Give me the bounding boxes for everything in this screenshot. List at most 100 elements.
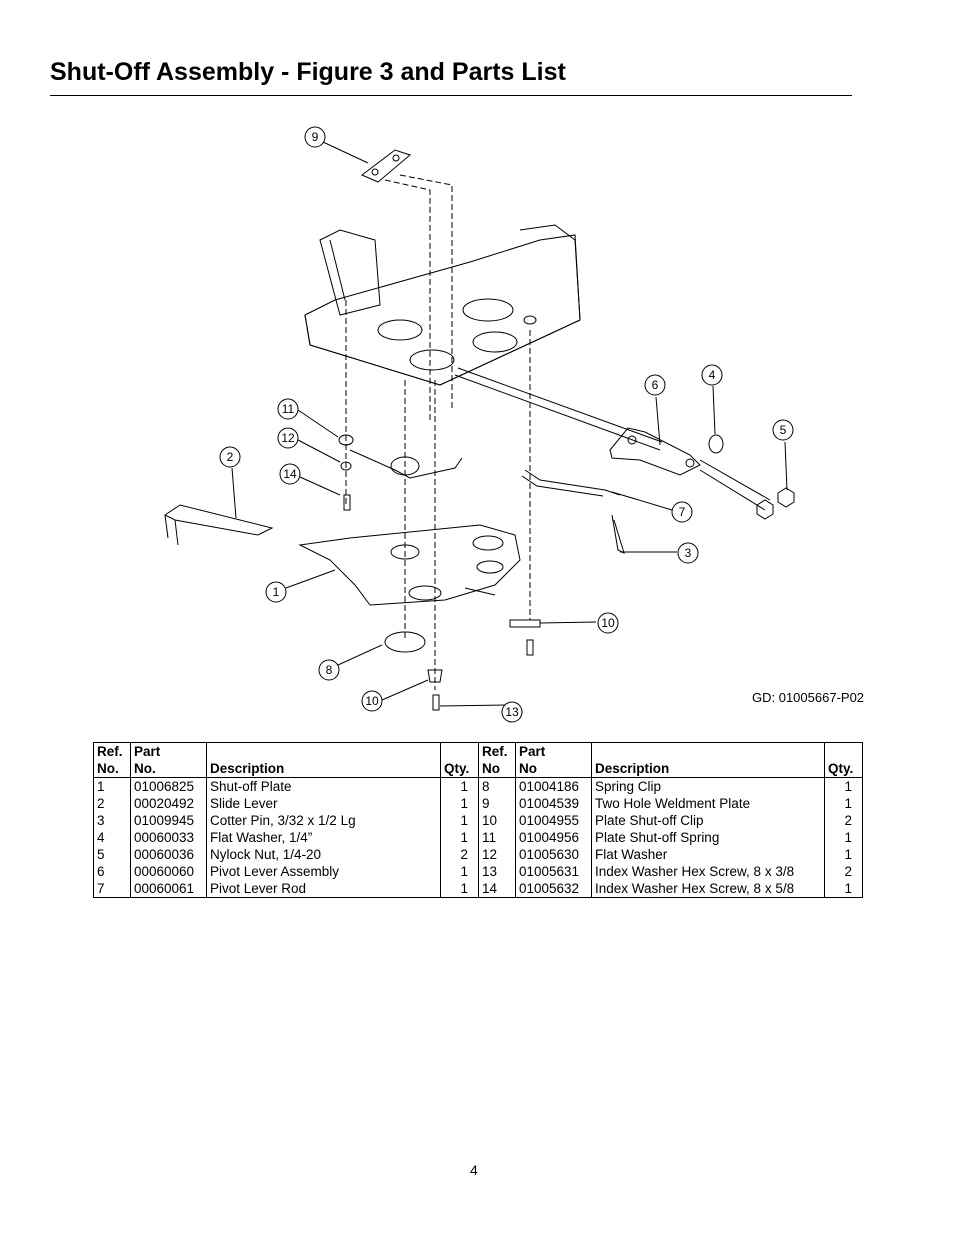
two-hole-plate xyxy=(361,149,412,183)
cell-qty2: 1 xyxy=(824,777,863,795)
header-description-2: Description xyxy=(591,760,825,778)
callout-6: 6 xyxy=(644,374,666,396)
cell-part: 00060033 xyxy=(130,829,207,846)
table-header-row-bottom: No. No. Description Qty. No No Descripti… xyxy=(93,760,863,778)
exploded-assembly-diagram: 9 11 12 14 2 1 8 10 13 10 3 7 5 4 6 xyxy=(164,126,795,723)
cell-qty: 1 xyxy=(440,812,479,829)
header-part-no-2: No xyxy=(515,760,592,778)
callout-7: 7 xyxy=(671,501,693,523)
header-ref-no: No. xyxy=(93,760,131,778)
cell-part: 00060036 xyxy=(130,846,207,863)
callout-1: 1 xyxy=(265,581,287,603)
cell-qty: 1 xyxy=(440,880,479,898)
cell-desc2: Plate Shut-off Spring xyxy=(591,829,825,846)
callout-8: 8 xyxy=(318,659,340,681)
cell-part: 00020492 xyxy=(130,795,207,812)
page-number: 4 xyxy=(470,1162,478,1178)
callout-12: 12 xyxy=(277,427,299,449)
cell-ref: 1 xyxy=(93,777,131,795)
header-ref: Ref. xyxy=(93,742,131,760)
svg-text:3: 3 xyxy=(685,546,692,560)
cell-ref: 2 xyxy=(93,795,131,812)
cell-ref: 5 xyxy=(93,846,131,863)
pivot-lever xyxy=(609,427,701,476)
svg-text:8: 8 xyxy=(326,663,333,677)
cell-desc2: Two Hole Weldment Plate xyxy=(591,795,825,812)
header-qty: Qty. xyxy=(440,760,479,778)
cell-desc: Pivot Lever Rod xyxy=(206,880,441,898)
cell-desc: Flat Washer, 1/4” xyxy=(206,829,441,846)
header-ref-2: Ref. xyxy=(478,742,516,760)
cell-desc2: Plate Shut-off Clip xyxy=(591,812,825,829)
cell-qty2: 1 xyxy=(824,795,863,812)
cell-ref: 4 xyxy=(93,829,131,846)
cell-ref2: 8 xyxy=(478,777,516,795)
cell-part2: 01004955 xyxy=(515,812,592,829)
callout-11: 11 xyxy=(277,398,299,420)
table-header-row-top: Ref. Part Ref. Part xyxy=(93,742,863,760)
cell-part2: 01005631 xyxy=(515,863,592,880)
header-description: Description xyxy=(206,760,441,778)
cell-desc2: Index Washer Hex Screw, 8 x 3/8 xyxy=(591,863,825,880)
callout-10b: 10 xyxy=(597,612,619,634)
cell-qty2: 2 xyxy=(824,812,863,829)
cell-ref: 7 xyxy=(93,880,131,898)
cell-ref2: 10 xyxy=(478,812,516,829)
callout-13: 13 xyxy=(501,701,523,723)
page-title: Shut-Off Assembly - Figure 3 and Parts L… xyxy=(50,58,566,86)
svg-text:4: 4 xyxy=(709,368,716,382)
svg-text:12: 12 xyxy=(281,431,295,445)
title-rule xyxy=(50,95,852,96)
cell-desc2: Index Washer Hex Screw, 8 x 5/8 xyxy=(591,880,825,898)
cell-part2: 01004539 xyxy=(515,795,592,812)
cell-desc: Slide Lever xyxy=(206,795,441,812)
cell-part2: 01005630 xyxy=(515,846,592,863)
header-ref-no-2: No xyxy=(478,760,516,778)
cell-qty2: 1 xyxy=(824,846,863,863)
svg-text:11: 11 xyxy=(282,402,295,416)
cell-ref2: 12 xyxy=(478,846,516,863)
cell-qty: 1 xyxy=(440,795,479,812)
cell-desc: Nylock Nut, 1/4-20 xyxy=(206,846,441,863)
cell-qty: 1 xyxy=(440,863,479,880)
cell-part2: 01005632 xyxy=(515,880,592,898)
cell-qty2: 1 xyxy=(824,880,863,898)
cell-ref: 3 xyxy=(93,812,131,829)
cell-part: 00060060 xyxy=(130,863,207,880)
svg-text:7: 7 xyxy=(679,505,686,519)
svg-text:2: 2 xyxy=(227,450,234,464)
svg-text:6: 6 xyxy=(652,378,659,392)
callout-4: 4 xyxy=(701,364,723,386)
callout-group: 9 11 12 14 2 1 8 10 13 10 3 7 5 4 6 xyxy=(219,126,794,723)
cell-desc2: Spring Clip xyxy=(591,777,825,795)
cell-desc: Pivot Lever Assembly xyxy=(206,863,441,880)
drawing-id-label: GD: 01005667-P02 xyxy=(752,690,865,705)
shut-off-plate xyxy=(298,524,521,606)
cell-ref2: 11 xyxy=(478,829,516,846)
cell-ref2: 13 xyxy=(478,863,516,880)
callout-14: 14 xyxy=(279,463,301,485)
cell-part2: 01004186 xyxy=(515,777,592,795)
parts-list-table: Ref. Part Ref. Part No. No. Description … xyxy=(93,742,863,898)
cell-qty: 2 xyxy=(440,846,479,863)
slide-lever xyxy=(164,504,274,536)
header-part: Part xyxy=(130,742,207,760)
svg-text:5: 5 xyxy=(780,423,787,437)
svg-text:10: 10 xyxy=(601,616,615,630)
cell-part: 01006825 xyxy=(130,777,207,795)
svg-text:14: 14 xyxy=(283,467,297,481)
callout-10a: 10 xyxy=(361,690,383,712)
cell-qty2: 2 xyxy=(824,863,863,880)
cell-part: 01009945 xyxy=(130,812,207,829)
header-part-no: No. xyxy=(130,760,207,778)
cell-qty: 1 xyxy=(440,829,479,846)
svg-text:9: 9 xyxy=(312,130,319,144)
callout-5: 5 xyxy=(772,419,794,441)
callout-3: 3 xyxy=(677,542,699,564)
